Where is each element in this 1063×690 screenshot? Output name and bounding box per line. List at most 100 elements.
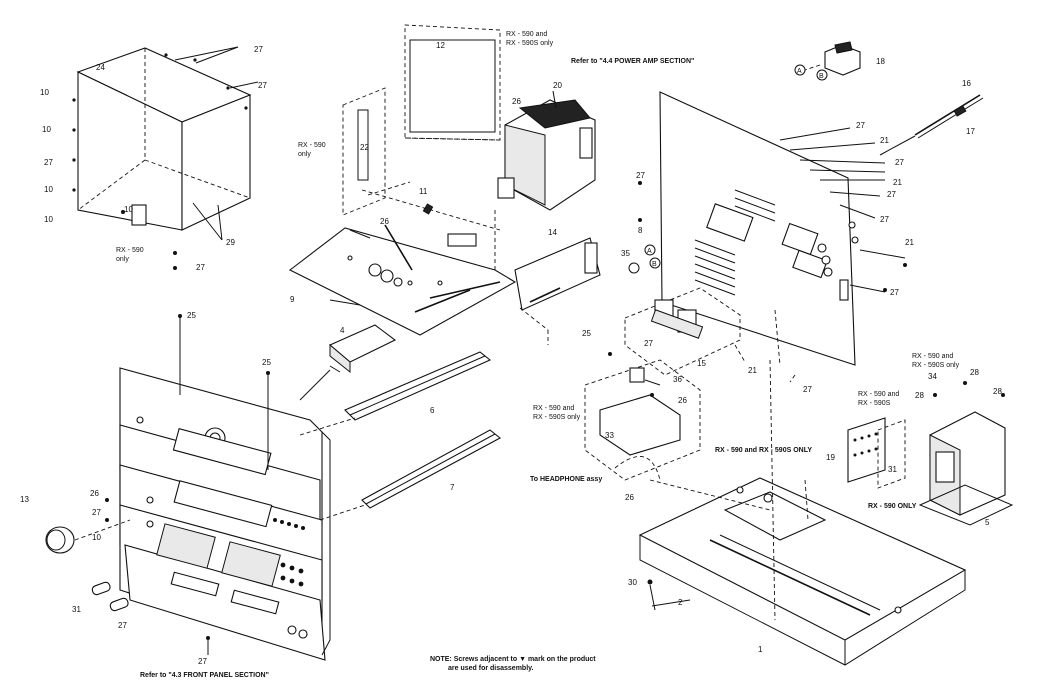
part-label: 21 [748, 366, 757, 375]
variant-label-inline: RX - 590 ONLY [868, 503, 917, 510]
callout-b: B [652, 261, 657, 268]
part-33-bracket [584, 359, 701, 481]
variant-label-inline: RX - 590 and RX - 590S ONLY [715, 447, 812, 454]
part-label: 4 [340, 326, 345, 335]
part-label: 9 [290, 295, 295, 304]
part-label: 27 [118, 621, 127, 630]
main-pcb-assembly [288, 189, 517, 336]
board-19 [847, 417, 906, 489]
callout-a: A [797, 68, 802, 75]
part-label: 25 [582, 329, 591, 338]
part-label: 26 [380, 217, 389, 226]
part-label: 11 [419, 187, 428, 196]
part-label: 27 [636, 171, 645, 180]
part-label: 15 [697, 359, 706, 368]
note-power-amp: Refer to "4.4 POWER AMP SECTION" [571, 58, 694, 65]
part-label: 12 [436, 41, 445, 50]
part-label: 28 [970, 368, 979, 377]
part-label: 27 [198, 657, 207, 666]
front-panel-assembly [45, 314, 331, 661]
part-label: 26 [625, 493, 634, 502]
screws [105, 181, 1005, 522]
board-12-rx590-590s-only [404, 24, 501, 141]
part-label: 27 [895, 158, 904, 167]
part-label: 16 [962, 79, 971, 88]
variant-label: RX - 590S [858, 400, 891, 407]
part-label: 10 [44, 185, 53, 194]
part-label: 28 [915, 391, 924, 400]
variant-label: only [298, 151, 311, 158]
part-label: 30 [628, 578, 637, 587]
power-transformer-5 [918, 411, 1014, 526]
part-17-shaft [879, 94, 984, 156]
variant-label: RX - 590 and [912, 353, 953, 360]
part-label: 27 [92, 508, 101, 517]
variant-label: RX - 590 and [506, 31, 547, 38]
parts-4-6-7 [299, 324, 501, 521]
part-label: 27 [258, 81, 267, 90]
part-label: 27 [856, 121, 865, 130]
part-label: 17 [966, 127, 975, 136]
part-label: 18 [876, 57, 885, 66]
board-22-rx590-only [342, 87, 411, 216]
part-label: 25 [187, 311, 196, 320]
part-label: 26 [678, 396, 687, 405]
labels: 24 27 27 10 10 27 10 10 10 RX - 590 only… [20, 31, 1002, 679]
part-label: 7 [450, 483, 455, 492]
part-label: 31 [888, 465, 897, 474]
vent-grid [694, 189, 776, 296]
part-label: 2 [678, 598, 683, 607]
part-label: 36 [673, 375, 682, 384]
note-disassembly-line1: NOTE: Screws adjacent to ▼ mark on the p… [430, 656, 596, 663]
variant-label: only [116, 256, 129, 263]
part-label: 27 [644, 339, 653, 348]
variant-label: RX - 590S only [533, 414, 581, 421]
part-label: 20 [553, 81, 562, 90]
part-label: 8 [638, 226, 643, 235]
part-label: 10 [92, 533, 101, 542]
note-front-panel: Refer to "4.3 FRONT PANEL SECTION" [140, 672, 269, 679]
part-label: 14 [548, 228, 557, 237]
part-18-connector [804, 41, 861, 76]
part-label: 10 [42, 125, 51, 134]
note-disassembly-line2: are used for disassembly. [448, 665, 534, 672]
part-label: 21 [893, 178, 902, 187]
part-label: 19 [826, 453, 835, 462]
variant-label: RX - 590 [298, 142, 326, 149]
part-label: 24 [96, 63, 105, 72]
top-case-assembly [72, 46, 259, 255]
variant-label: RX - 590 and [533, 405, 574, 412]
rear-panel-8 [659, 91, 906, 383]
part-label: 29 [226, 238, 235, 247]
part-label: 21 [880, 136, 889, 145]
variant-label: RX - 590 [116, 247, 144, 254]
part-label: 10 [44, 215, 53, 224]
part-label: 27 [803, 385, 812, 394]
part-label: 27 [880, 215, 889, 224]
part-label: 10 [40, 88, 49, 97]
part-label: 10 [124, 205, 133, 214]
part-label: 27 [196, 263, 205, 272]
variant-label: RX - 590S only [506, 40, 554, 47]
variant-label: RX - 590S only [912, 362, 960, 369]
part-label: 6 [430, 406, 435, 415]
part-label: 5 [985, 518, 990, 527]
part-label: 22 [360, 143, 369, 152]
part-label: 31 [72, 605, 81, 614]
part-15-transformers [624, 287, 741, 376]
variant-label: RX - 590 and [858, 391, 899, 398]
part-label: 27 [254, 45, 263, 54]
part-label: 13 [20, 495, 29, 504]
part-label: 26 [90, 489, 99, 498]
part-label: 27 [890, 288, 899, 297]
power-amp-block [497, 90, 596, 211]
sub-board-14 [514, 237, 601, 345]
part-label: 33 [605, 431, 614, 440]
callout-b: B [819, 73, 824, 80]
callout-a: A [647, 248, 652, 255]
part-label: 34 [928, 372, 937, 381]
bottom-chassis-1 [638, 359, 967, 666]
part-label: 27 [887, 190, 896, 199]
part-label: 26 [512, 97, 521, 106]
